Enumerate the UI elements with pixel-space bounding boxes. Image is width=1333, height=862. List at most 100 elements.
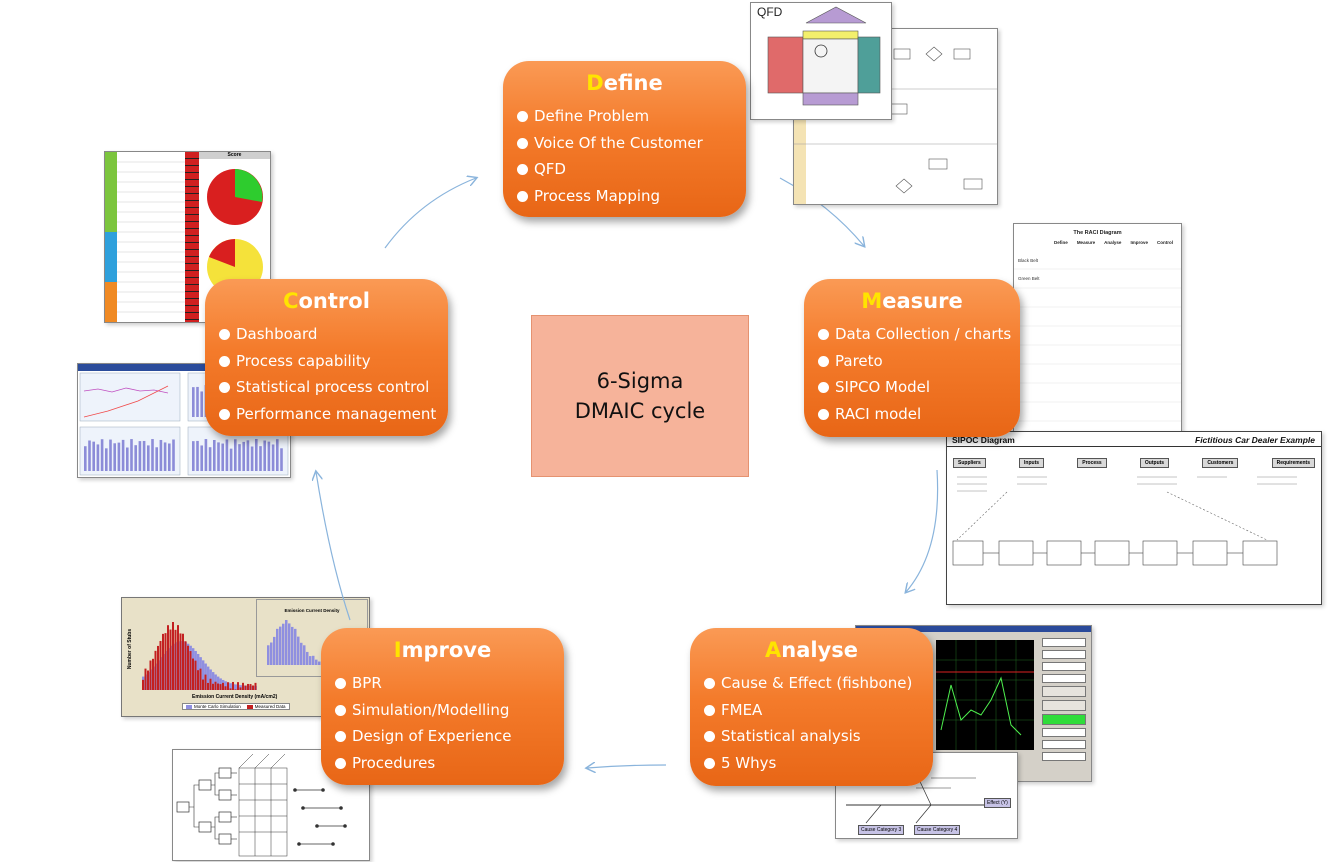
performance-bar <box>213 440 216 471</box>
legend-measured: Measured Data <box>254 704 286 709</box>
performance-bar <box>147 445 150 471</box>
histogram-bar <box>232 681 234 690</box>
list-item: Pareto <box>818 348 1006 375</box>
histogram-bar <box>169 629 172 690</box>
histogram-bar <box>147 670 149 690</box>
raci-column-header: Analyse <box>1104 240 1122 245</box>
histogram-inset-bar <box>294 628 297 665</box>
performance-bar <box>163 442 167 471</box>
performance-bar <box>225 439 229 471</box>
performance-bar <box>159 439 163 471</box>
raci-row-2: Green Belt <box>1018 276 1040 281</box>
performance-bar <box>276 439 279 471</box>
performance-bar <box>234 439 237 471</box>
histogram-bar <box>204 674 207 690</box>
histogram-bar <box>189 651 192 690</box>
histogram-bar <box>217 676 220 690</box>
performance-bar <box>246 440 250 471</box>
histogram-bar <box>219 684 222 690</box>
performance-bar <box>250 446 254 471</box>
performance-bar <box>105 448 108 471</box>
phase-analyse: Analyse Cause & Effect (fishbone) FMEA S… <box>690 628 933 786</box>
histogram-inset-bar <box>309 656 312 665</box>
phase-improve-title: Improve <box>393 638 492 662</box>
performance-bar <box>196 440 199 471</box>
raci-row-1: Black Belt <box>1018 258 1039 263</box>
performance-bar <box>259 446 262 471</box>
phase-control: Control Dashboard Process capability Sta… <box>205 279 448 436</box>
histogram-bar <box>174 629 177 690</box>
histogram-bar <box>144 668 147 690</box>
histogram-bar <box>217 683 219 690</box>
performance-bar <box>271 444 275 471</box>
fishbone-effect: Effect (Y) <box>984 798 1011 808</box>
histogram-bar <box>242 682 244 690</box>
performance-bar <box>151 439 154 471</box>
performance-bar <box>208 447 212 471</box>
performance-bar <box>200 445 203 471</box>
performance-bar <box>130 439 133 471</box>
performance-bar <box>142 440 146 471</box>
phase-define: Define Define Problem Voice Of the Custo… <box>503 61 746 217</box>
sipoc-flow <box>952 476 1297 566</box>
performance-bar <box>121 439 125 471</box>
raci-column-header: Improve <box>1130 240 1148 245</box>
performance-bar <box>100 439 104 471</box>
histogram-bar <box>202 660 205 690</box>
histogram-inset-bar <box>306 651 309 665</box>
center-title-line-2: DMAIC cycle <box>574 399 706 423</box>
fishbone-cause-4: Cause Category 4 <box>914 825 961 835</box>
histogram-inset-bar <box>315 659 318 665</box>
center-title-box: 6-Sigma DMAIC cycle <box>531 315 749 477</box>
phase-measure: Measure Data Collection / charts Pareto … <box>804 279 1020 437</box>
performance-bar <box>88 440 91 471</box>
performance-bar <box>155 447 158 471</box>
histogram-bar <box>254 682 257 690</box>
list-item: Cause & Effect (fishbone) <box>704 670 919 697</box>
list-item: FMEA <box>704 697 919 724</box>
histogram-bar <box>159 640 162 690</box>
performance-bar <box>263 440 266 471</box>
histogram-bar <box>224 686 227 690</box>
dashboard-score-header: Score <box>199 152 270 159</box>
histogram-bar <box>152 658 154 690</box>
histogram-bar <box>157 645 159 690</box>
raci-column-header: Define <box>1054 240 1068 245</box>
qfd-thumbnail: QFD <box>750 2 892 120</box>
phase-define-list: Define Problem Voice Of the Customer QFD… <box>517 103 732 209</box>
list-item: Dashboard <box>219 321 434 348</box>
histogram-bar <box>234 689 237 690</box>
histogram-bar <box>207 666 210 690</box>
histogram-inset-bar <box>297 636 300 665</box>
histogram-bar <box>142 679 144 690</box>
histogram-bar <box>184 641 187 690</box>
legend-simulation: Monte Carlo Simulation <box>194 704 241 709</box>
performance-bar <box>138 441 142 471</box>
histogram-bar <box>224 681 227 690</box>
arrow-control-to-define <box>384 178 476 249</box>
histogram-inset-title: Emission Current Density <box>284 608 340 613</box>
performance-bar <box>238 444 241 471</box>
histogram-bar <box>194 660 197 690</box>
fishbone-cause-3: Cause Category 3 <box>858 825 905 835</box>
performance-bar <box>172 439 175 471</box>
decision-tree-graphic <box>176 753 347 857</box>
list-item: Process capability <box>219 348 434 375</box>
list-item: Simulation/Modelling <box>335 697 550 724</box>
performance-bar <box>126 447 129 471</box>
phase-control-list: Dashboard Process capability Statistical… <box>219 321 436 427</box>
histogram-bar <box>154 650 157 690</box>
histogram-bar <box>234 684 237 690</box>
histogram-bar <box>212 683 214 690</box>
histogram-bar <box>209 678 212 690</box>
performance-bar <box>196 386 199 417</box>
raci-grid <box>1014 268 1181 422</box>
qfd-graphic <box>767 6 881 106</box>
phase-define-title: Define <box>586 71 663 95</box>
histogram-bar <box>177 625 179 690</box>
performance-bar <box>192 441 195 471</box>
performance-bar <box>113 443 116 471</box>
sipoc-column-header: Requirements <box>1271 458 1315 468</box>
histogram-bar <box>167 625 169 690</box>
qfd-title: QFD <box>757 5 783 19</box>
